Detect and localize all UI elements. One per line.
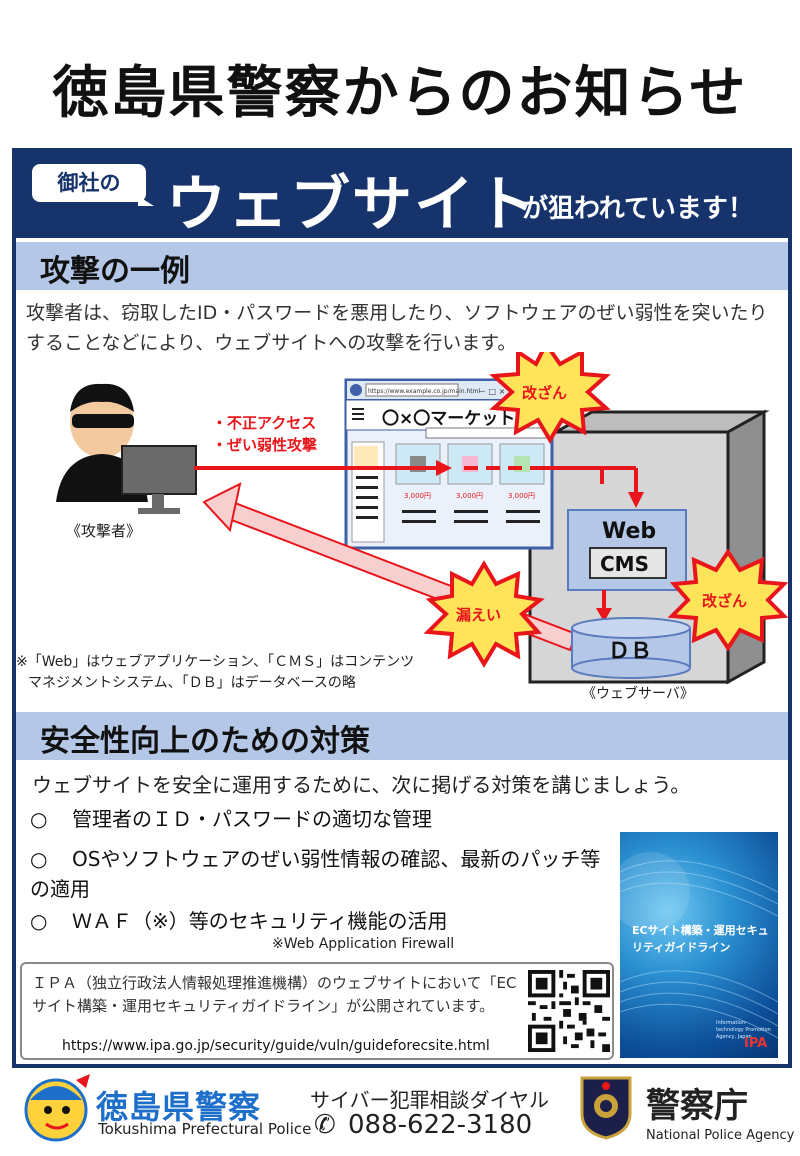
guideline-book-cover: ECサイト構築・運用セキュリティガイドライン Information-techn… [620,832,778,1058]
speech-bubble: 御社の [30,162,148,204]
tokushima-police-logo-text: 徳島県警察 [96,1088,262,1126]
price-2: 3,000円 [456,492,483,500]
ipa-logo: IPA [744,1036,768,1051]
police-emblem-icon [580,1076,632,1140]
phone-number: 088-622-3180 [348,1110,533,1140]
phone-icon: ✆ [314,1110,336,1140]
waf-note: ※Web Application Firewall [272,936,455,952]
headline-suffix: が狙われています！ [522,194,754,224]
price-3: 3,000円 [508,492,535,500]
attack-type-1: ・不正アクセス [212,414,316,432]
book-wave-graphic [620,852,778,1039]
measure-item-2: ○OSやソフトウェアのぜい弱性情報の確認、最新のパッチ等の適用 [30,844,610,904]
section-title-attack: 攻撃の一例 [40,254,190,289]
tamper-label-2: 改ざん [702,592,747,610]
measure-item-1: ○ 管理者のＩＤ・パスワードの適切な管理 [30,804,432,834]
tamper-label-1: 改ざん [522,384,567,402]
web-cms-module [567,509,687,591]
attack-arrow [194,460,644,508]
leak-burst [423,560,545,668]
cms-label: CMS [600,552,649,576]
terms-note-line2: マネジメントシステム、「ＤＢ」はデータベースの略 [28,675,356,691]
qr-code-icon[interactable] [528,970,610,1052]
measure-text-2: OSやソフトウェアのぜい弱性情報の確認、最新のパッチ等の適用 [30,847,601,901]
ipa-text: ＩＰＡ（独立行政法人情報処理推進機構）のウェブサイトにおいて「ECサイト構築・運… [32,974,517,1015]
headline-banner: 御社の ウェブサイト が狙われています！ [16,152,788,240]
bullet-circle-icon: ○ [30,847,48,871]
cyber-hotline-number[interactable]: ✆ 088-622-3180 [314,1110,532,1140]
terms-note-line1: ※「Web」はウェブアプリケーション、「ＣＭＳ」はコンテンツ [16,654,415,670]
page-title: 徳島県警察からのお知らせ [52,61,748,126]
database-icon [571,617,691,679]
speech-bubble-tail [138,196,154,206]
bullet-circle-icon: ○ [30,807,48,831]
section-band-measures: 安全性向上のための対策 [16,712,788,760]
measure-text-3: ＷＡＦ（※）等のセキュリティ機能の活用 [72,909,448,933]
measures-intro: ウェブサイトを安全に運用するために、次に掲げる対策を講じましょう。 [32,773,691,797]
npa-name: 警察庁 [646,1086,748,1126]
tokushima-police-english: Tokushima Prefectural Police [98,1120,312,1138]
browser-window [344,378,554,550]
attack-type-2: ・ぜい弱性攻撃 [212,436,317,454]
attack-diagram: 《攻撃者》 ・不正アクセス ・ぜい弱性攻撃 [56,352,788,685]
headline-main: ウェブサイト [166,170,538,240]
ipa-url-link[interactable]: https://www.ipa.go.jp/security/guide/vul… [62,1038,490,1054]
book-publisher: Information-technology Promotion Agency,… [716,1020,771,1040]
terms-note: ※「Web」はウェブアプリケーション、「ＣＭＳ」はコンテンツ マネジメントシステ… [16,652,414,694]
ipa-info-box: ＩＰＡ（独立行政法人情報処理推進機構）のウェブサイトにおいて「ECサイト構築・運… [20,962,614,1060]
book-title: ECサイト構築・運用セキュリティガイドライン [632,924,769,954]
site-name: 〇×〇マーケット [382,409,515,429]
price-1: 3,000円 [404,492,431,500]
footer: 徳島県警察 Tokushima Prefectural Police サイバー犯… [0,1070,800,1156]
section-title-measures: 安全性向上のための対策 [40,724,370,759]
section-band-attack: 攻撃の一例 [16,242,788,290]
bullet-circle-icon: ○ [30,909,48,933]
tamper-burst-2 [667,548,788,652]
cyber-hotline-label: サイバー犯罪相談ダイヤル [310,1088,549,1112]
tamper-burst-1 [489,352,611,444]
server-label: 《ウェブサーバ》 [582,686,694,702]
notice-frame: 御社の ウェブサイト が狙われています！ 攻撃の一例 攻撃者は、窃取したID・パ… [12,148,792,1068]
computer-monitor-icon [121,445,197,514]
web-label: Web [602,519,656,544]
attack-intro: 攻撃者は、窃取したID・パスワードを悪用したり、ソフトウェアのぜい弱性を突いたり… [26,302,768,354]
police-mascot-icon [24,1074,90,1142]
browser-window-controls: － □ × [478,387,505,396]
leak-label: 漏えい [456,606,501,624]
npa-english: National Police Agency [646,1128,795,1143]
measure-item-3: ○ ＷＡＦ（※）等のセキュリティ機能の活用 [30,906,448,936]
attacker-label: 《攻撃者》 [66,522,141,540]
measure-text-1: 管理者のＩＤ・パスワードの適切な管理 [72,807,432,831]
browser-url: https://www.example.co.jp/main.html [368,388,480,395]
db-label: ＤＢ [608,639,652,664]
